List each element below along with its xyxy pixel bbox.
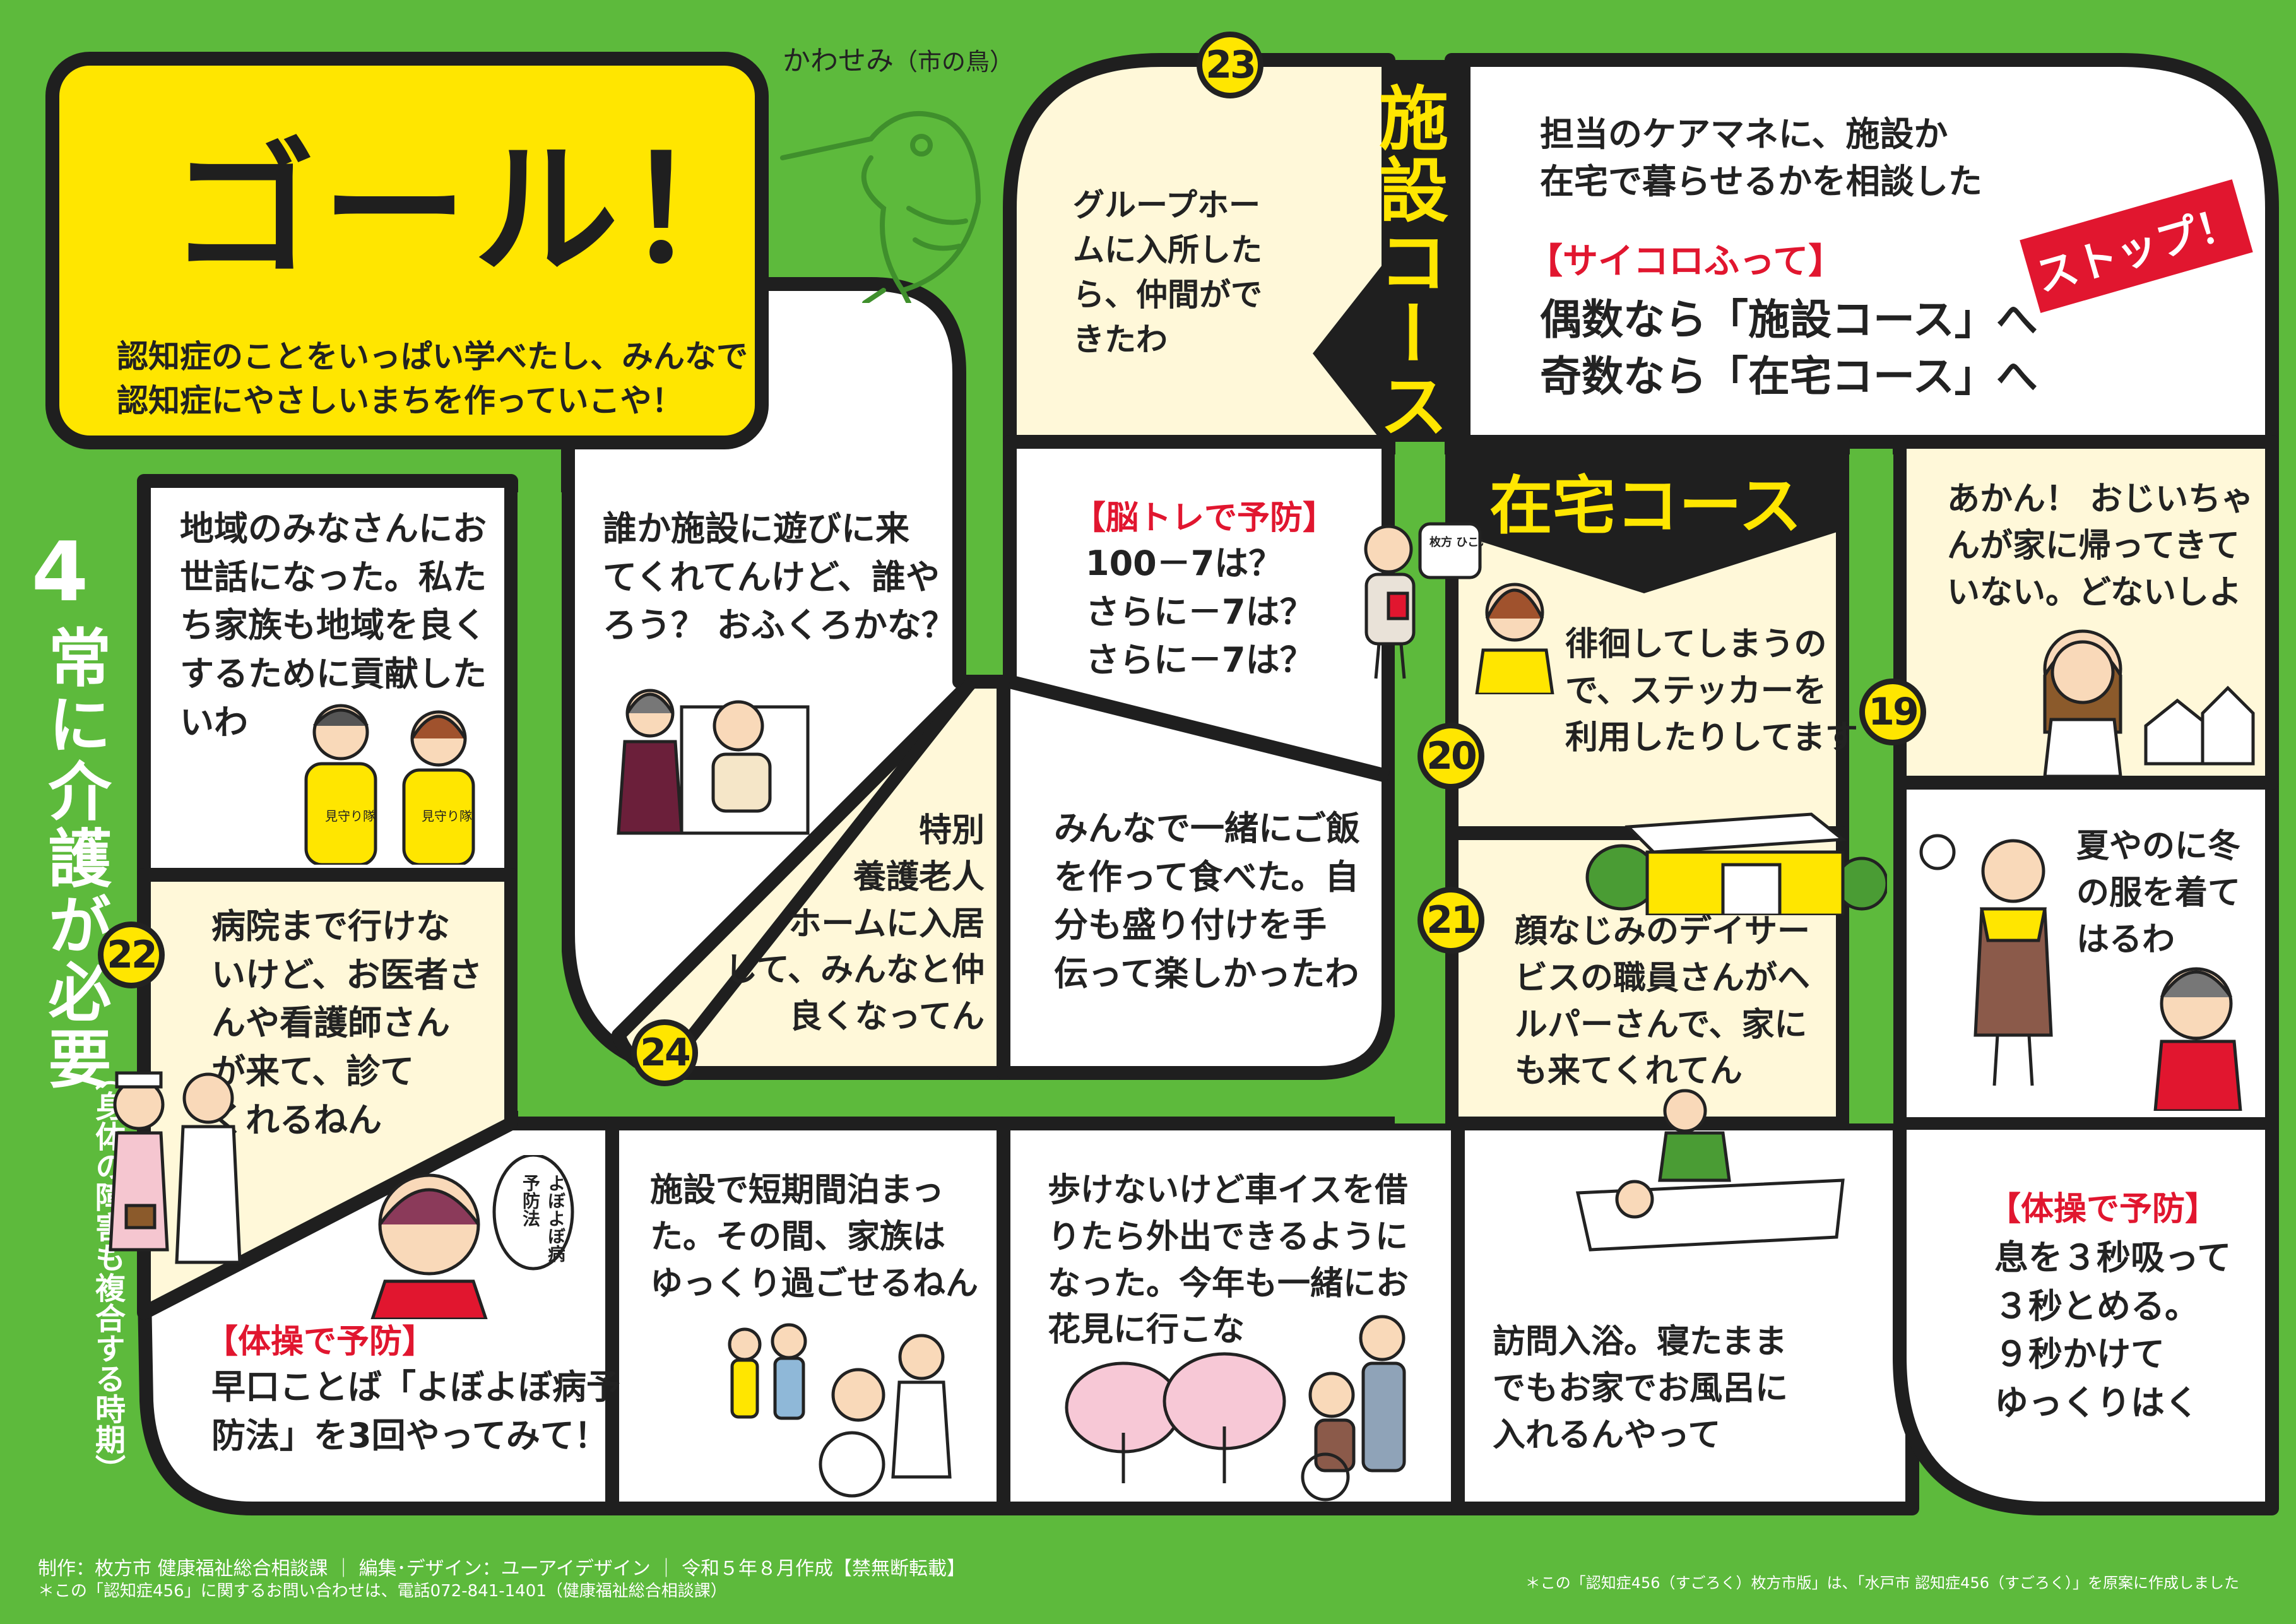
elderly-with-sign-illustration: 枚方 ひこ太郎 [1364,522,1483,679]
visit-text: 誰か施設に遊びに来 てくれてんけど、誰や ろう？ おふくろかな？ [603,509,956,646]
volunteers-illustration: 見守り隊 見守り隊 [304,704,475,865]
badge-20: 20 [1417,723,1484,790]
summer-text: 夏やのに冬 の服を着て はるわ [2076,827,2241,959]
short-stay-illustration [728,1323,952,1498]
square-22-text: 病院まで行けな いけど、お医者さ んや看護師さん が来て、診て くれるねん [211,906,483,1140]
badge-24: 24 [631,1019,698,1086]
vest-label-2: 見守り隊 [422,809,472,824]
footer-credits: 制作：枚方市 健康福祉総合相談課 ｜ 編集･デザイン：ユーアイデザイン ｜ 令和… [38,1558,966,1580]
badge-22: 22 [98,922,165,988]
tongue-twister-bubble: よぼよぼ病 予防法 [520,1174,566,1262]
kingfisher-illustration [780,111,981,303]
goal-panel [45,52,769,449]
home-bathing-illustration [1575,1089,1845,1252]
zaitaku-course-label: 在宅コース [1489,469,1802,543]
square-21-text: 顔なじみのデイサー ビスの職員さんがヘ ルパーさんで、家に も来てくれてん [1515,913,1811,1091]
day-service-building-illustration [1585,812,1887,915]
choice-dice: 【サイコロふって】 [1527,241,1844,282]
bird-note: （市の鳥） [894,48,1014,76]
stage-subtitle: （身体の障害も複合する時期） [90,1060,125,1485]
doctor-nurse-illustration [109,1071,242,1264]
badge-21: 21 [1417,887,1484,954]
footer-contact: ＊この「認知症456」に関するお問い合わせは、電話072-841-1401（健康… [38,1582,727,1601]
bird-name: かわせみ [783,45,894,77]
footer-source-note: ＊この「認知症456（すごろく）枚方市版」は、「水戸市 認知症456（すごろく）… [1525,1574,2239,1592]
region-text: 地域のみなさんにお 世話になった。私た ち家族も地域を良く するために貢献した … [180,509,487,742]
bird-caption: かわせみ（市の鳥） [783,38,1014,78]
tokuyou-text: 特別 養護老人 ホームに入居 して、みんなと仲 良くなってん [725,812,985,1036]
square-19-text: あかん！ おじいちゃ んが家に帰ってきて いない。どないしよ [1947,480,2254,612]
tongue-twister-woman-illustration [370,1155,574,1319]
goal-title: ゴール！ [170,127,777,295]
short-stay-text: 施設で短期間泊まっ た。その間、家族は ゆっくり過ごせるねん [650,1171,979,1303]
choice-even: 偶数なら「施設コース」へ [1540,295,2038,344]
brain-head: 【脳トレで予防】 [1073,499,1336,537]
zaitaku-banner [1445,442,1843,593]
worried-woman-illustration [2043,629,2255,776]
goal-text: 認知症のことをいっぱい学べたし、みんなで 認知症にやさしいまちを作っていこや！ [117,338,748,419]
stage-title: 常に介護が必要 [37,625,111,1093]
cherry-blossom-outing-illustration [1065,1315,1406,1502]
square-23-text: グループホー ムに入所した ら、仲間がで きたわ [1073,187,1262,358]
square-20-text: 徘徊してしまうの で、ステッカーを 利用したりしてます [1565,625,1858,757]
wheelchair-text: 歩けないけど車イスを借 りたら外出できるように なった。今年も一緒にお 花見に行… [1048,1171,1409,1349]
vest-label-1: 見守り隊 [325,809,376,824]
mouth-head: 【体操で予防】 [205,1323,435,1361]
bath-text: 訪問入浴。寝たまま でもお家でお風呂に 入れるんやって [1493,1323,1789,1454]
breath-text: 息を３秒吸って ３秒とめる。 ９秒かけて ゆっくりはく [1994,1238,2232,1423]
brain-text: 100－7は？ さらに－7は？ さらに－7は？ [1086,543,1314,680]
badge-23: 23 [1197,32,1263,98]
winter-clothes-man-illustration [1919,834,2242,1111]
shisetsu-course-label: 施設コース [1367,82,1448,442]
stage-number: 4 [31,524,89,620]
choice-line1: 担当のケアマネに、施設か [1540,114,1948,154]
breath-head: 【体操で予防】 [1988,1190,2218,1228]
bedside-visit-illustration [617,689,810,835]
badge-19: 19 [1859,679,1926,745]
sign-text: 枚方 ひこ太郎 [1429,535,1483,549]
meal-text: みんなで一緒にご飯 を作って食べた。自 分も盛り付けを手 伝って楽しかったわ [1054,809,1360,994]
choice-odd: 奇数なら「在宅コース」へ [1540,352,2038,401]
caregiver-woman-illustration [1475,583,1554,694]
mouth-text: 早口ことば「よぼよぼ病予 防法」を3回やってみて！ [211,1367,620,1455]
choice-line2: 在宅で暮らせるかを相談した [1540,162,1982,201]
center-block [1003,53,1395,449]
shisetsu-banner [1313,60,1471,442]
